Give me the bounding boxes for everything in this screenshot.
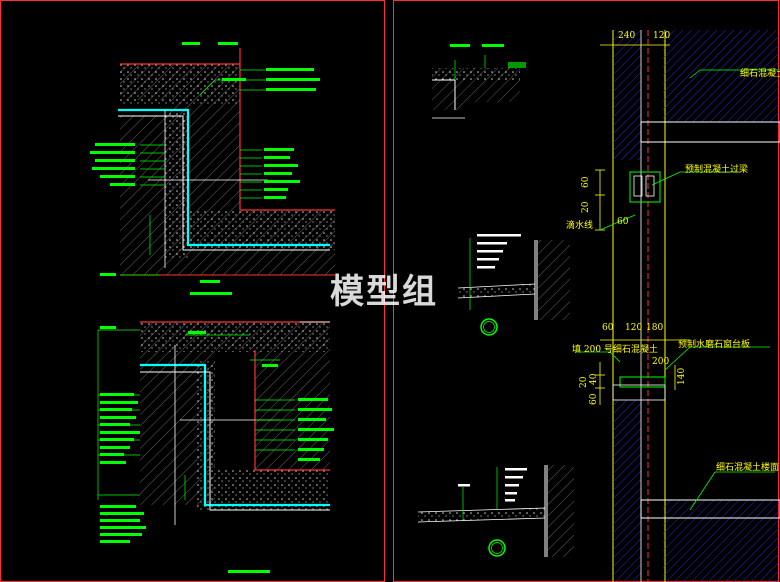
detail-mid-small bbox=[457, 234, 570, 336]
dim-120: 120 bbox=[653, 31, 670, 41]
label-fine-concrete-fill: 填 200 号细石混凝土 bbox=[572, 343, 658, 355]
dim-120-mid: 120 bbox=[625, 323, 642, 333]
dim-60-mid: 60 bbox=[602, 323, 614, 333]
label-fine-concrete-floor: 细石混凝土楼面 bbox=[716, 461, 779, 473]
dim-60-vert: 60 bbox=[581, 176, 591, 188]
dim-20b-vert: 20 bbox=[579, 376, 589, 388]
dim-240: 240 bbox=[618, 31, 635, 41]
detail-bottom-small bbox=[417, 465, 574, 557]
detail-bottom-left bbox=[97, 321, 334, 573]
dim-140-vert: 140 bbox=[677, 368, 687, 385]
label-precast-sill: 预制水磨石窗台板 bbox=[678, 338, 750, 350]
detail-top-left bbox=[90, 42, 335, 295]
detail-top-small bbox=[432, 44, 526, 119]
dim-60c-vert: 60 bbox=[589, 393, 599, 405]
annotations: 细石混凝土柱 预制混凝土过梁 滴水线 填 200 号细石混凝土 预制水磨石窗台板… bbox=[566, 31, 780, 473]
dim-60-small: 60 bbox=[617, 217, 629, 227]
label-drip-line: 滴水线 bbox=[566, 219, 593, 231]
dim-40-vert: 40 bbox=[589, 373, 599, 385]
label-fine-concrete-top: 细石混凝土柱 bbox=[740, 67, 780, 79]
dim-200: 200 bbox=[652, 357, 669, 367]
label-precast-lintel: 预制混凝土过梁 bbox=[685, 163, 748, 175]
wall-section bbox=[575, 30, 780, 582]
dim-20-vert: 20 bbox=[581, 201, 591, 213]
dim-180-mid: 180 bbox=[646, 323, 663, 333]
watermark: 模型组 bbox=[330, 272, 438, 312]
